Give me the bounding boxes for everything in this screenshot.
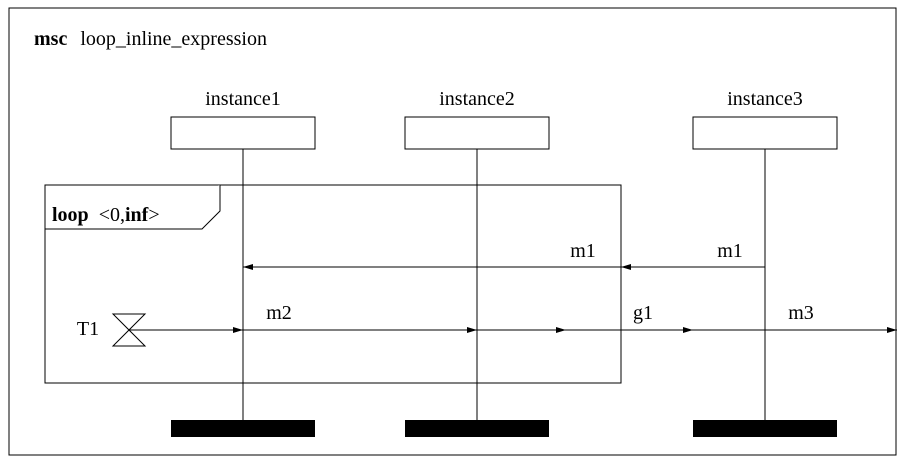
loop-bound-inf: inf (125, 204, 149, 226)
instance-end-2 (405, 420, 549, 437)
msc-keyword: msc (34, 28, 67, 50)
timer-label: T1 (77, 318, 99, 340)
instance-head-3 (692, 116, 838, 150)
loop-frame (44, 184, 622, 384)
loop-bound-close: > (148, 204, 159, 226)
message-label-m2: m2 (266, 302, 292, 324)
instance-label-1: instance1 (205, 88, 281, 110)
instance-end-1 (171, 420, 315, 437)
msc-heading: msc loop_inline_expression (34, 28, 267, 50)
instance-head-1 (170, 116, 316, 150)
msc-name: loop_inline_expression (80, 28, 267, 50)
message-label-m1-inner: m1 (570, 240, 596, 262)
message-label-m1-outer: m1 (717, 240, 743, 262)
instance-head-2 (404, 116, 550, 150)
message-label-g1: g1 (633, 302, 653, 324)
message-label-m3: m3 (788, 302, 814, 324)
instance-end-3 (693, 420, 837, 437)
loop-keyword: loop (52, 204, 89, 226)
loop-bound-open: <0, (99, 204, 125, 226)
instance-label-3: instance3 (727, 88, 803, 110)
msc-frame (8, 7, 897, 456)
instance-label-2: instance2 (439, 88, 515, 110)
loop-operator: loop <0,inf> (52, 204, 160, 226)
loop-frame-tab (45, 185, 221, 230)
